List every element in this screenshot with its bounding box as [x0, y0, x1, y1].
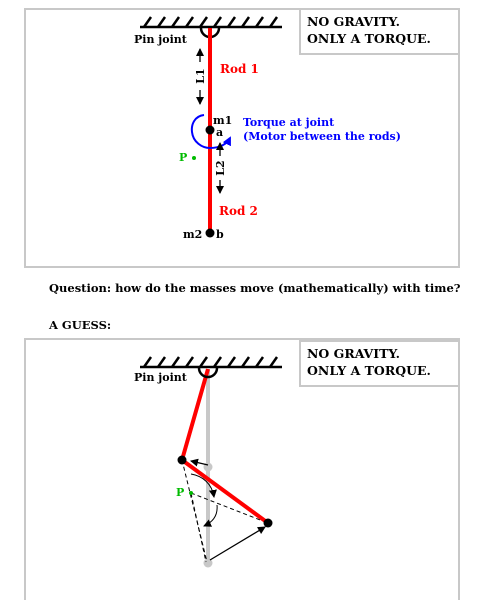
bottom-note-box: NO GRAVITY. ONLY A TORQUE. [299, 340, 460, 387]
question-text: Question: how do the masses move (mathem… [49, 281, 461, 295]
top-l1-label: L1 [194, 68, 207, 83]
top-note-line-1: NO GRAVITY. [307, 14, 401, 29]
top-point-p-label: P [179, 151, 187, 164]
bottom-rod-2 [180, 458, 270, 525]
top-l2-dimension: L2 [214, 142, 227, 194]
bottom-pin-joint-label: Pin joint [134, 371, 188, 384]
top-torque-label-1: Torque at joint [243, 116, 335, 129]
bottom-note-line-1: NO GRAVITY. [307, 346, 401, 361]
top-m1-label: m1 [213, 114, 232, 127]
top-point-p [192, 156, 196, 160]
bottom-angle-arc-1 [190, 473, 217, 498]
bottom-m1-displacement-arrow [190, 458, 209, 467]
bottom-rod-1 [180, 368, 210, 461]
bottom-ghost-m2 [203, 558, 213, 568]
bottom-mass-m1 [177, 455, 187, 465]
top-mass-m2 [205, 228, 215, 238]
top-rod-2-label: Rod 2 [219, 204, 258, 218]
bottom-pin-joint-bracket [197, 367, 219, 379]
top-l1-dimension: L1 [194, 48, 207, 105]
top-m2-label: m2 [183, 228, 202, 241]
bottom-point-p [189, 491, 193, 495]
bottom-note-line-2: ONLY A TORQUE. [307, 363, 431, 378]
top-note-line-2: ONLY A TORQUE. [307, 31, 431, 46]
top-note-box: NO GRAVITY. ONLY A TORQUE. [299, 8, 460, 55]
top-ceiling [140, 16, 282, 29]
bottom-mass-m2 [263, 518, 273, 528]
bottom-point-p-label: P [176, 486, 184, 499]
top-b-label: b [216, 228, 224, 241]
top-rod-1-label: Rod 1 [220, 62, 259, 76]
top-torque-label-2: (Motor between the rods) [243, 130, 401, 143]
top-mass-m1 [205, 125, 215, 135]
bottom-dashed-guides [181, 459, 269, 563]
guess-heading: A GUESS: [49, 318, 112, 332]
bottom-angle-arc-2 [203, 504, 218, 527]
top-pin-joint-label: Pin joint [134, 33, 188, 46]
top-a-label: a [216, 126, 223, 139]
top-l2-label: L2 [214, 160, 227, 175]
bottom-ceiling [140, 356, 282, 369]
bottom-m2-displacement-arrow [209, 526, 266, 561]
